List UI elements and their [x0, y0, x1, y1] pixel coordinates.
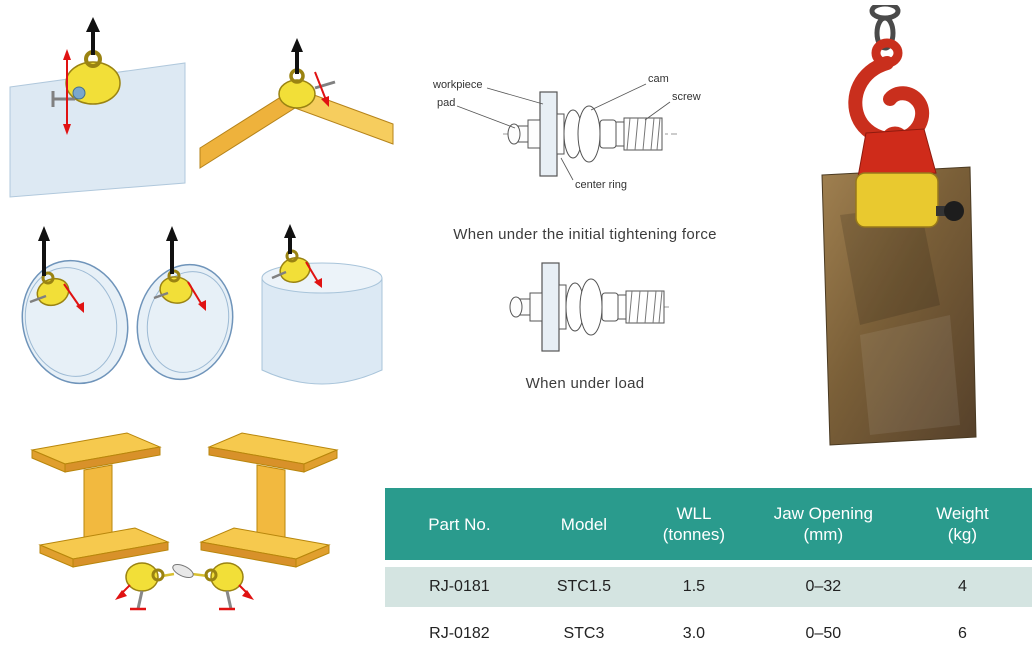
diagram-under-load [509, 262, 670, 352]
lift-arrow [284, 224, 296, 254]
technical-diagrams: workpiece pad cam screw center ring When… [415, 62, 755, 392]
spec-table: Part No. Model WLL (tonnes) Jaw Opening … [385, 488, 1032, 654]
illustration-pipe-clamps [8, 222, 253, 407]
label-screw: screw [672, 91, 701, 103]
lift-arrow [166, 226, 178, 274]
column-header-weight: Weight (kg) [893, 503, 1032, 545]
caption-initial-tightening: When under the initial tightening force [453, 226, 717, 243]
cylinder-body [261, 277, 383, 385]
turnbuckle [172, 564, 194, 578]
pipe-clamps-drawing [21, 226, 234, 385]
header-line: Model [560, 514, 608, 534]
header-line: (tonnes) [662, 525, 726, 544]
illustration-cylinder-clamp [250, 222, 400, 402]
header-line: Jaw Opening [773, 504, 873, 523]
screw-cam-clamp [29, 271, 70, 307]
column-header-model: Model [534, 514, 634, 535]
header-line: Weight [936, 504, 989, 523]
center-ring-part [558, 284, 567, 330]
pad-part [507, 119, 541, 149]
cell-model: STC3 [563, 625, 605, 642]
header-line: (kg) [947, 525, 978, 544]
screw-cam-clamp [204, 562, 244, 611]
plate-clamp-drawing [9, 17, 186, 198]
cell-wll: 3.0 [682, 625, 706, 642]
screw-handle [29, 294, 47, 304]
illustration-plate-clamp [5, 15, 200, 220]
column-header-jaw-opening: Jaw Opening (mm) [754, 503, 893, 545]
header-line: Part No. [428, 514, 491, 534]
diagram-initial-tightening: workpiece pad cam screw center ring [432, 73, 701, 191]
cell-jaw-opening: 0–32 [805, 578, 842, 595]
screw-handle [271, 270, 287, 280]
screw-cam-clamp [278, 68, 336, 109]
plate-shading [840, 205, 940, 325]
screw-handle [314, 80, 336, 90]
label-center-ring: center ring [575, 179, 627, 191]
table-header-row: Part No. Model WLL (tonnes) Jaw Opening … [385, 488, 1032, 560]
workpiece-plate [539, 91, 558, 177]
pipe-left [21, 259, 129, 385]
cam-part [565, 278, 619, 336]
pad-part [509, 292, 543, 322]
cell-part-no: RJ-0182 [429, 625, 490, 642]
cell-weight: 6 [957, 625, 967, 642]
red-arrow [115, 584, 131, 600]
red-arrow [238, 584, 254, 600]
pipe-right [136, 263, 234, 381]
column-header-wll: WLL (tonnes) [634, 503, 754, 545]
header-line: WLL [676, 504, 712, 523]
column-header-part-no: Part No. [385, 514, 534, 535]
lift-arrow [38, 226, 50, 276]
lift-arrow [291, 38, 303, 74]
red-arrow [187, 281, 206, 311]
beam-pulling-drawing [30, 432, 338, 611]
screw-part [617, 290, 665, 324]
red-arrow [305, 261, 322, 288]
plate-highlight [860, 315, 960, 435]
i-beam [30, 432, 170, 568]
red-double-arrow [63, 49, 71, 135]
illustration-beam-pulling [12, 425, 357, 655]
label-workpiece: workpiece [432, 79, 483, 91]
screw-cam-clamp [125, 562, 165, 611]
label-pad: pad [437, 97, 455, 109]
screw-part [615, 117, 663, 151]
product-photo-drawing [821, 1, 977, 446]
workpiece-plate [541, 262, 560, 352]
screw-cam-clamp [271, 249, 311, 283]
screw-knob [944, 201, 964, 221]
cell-part-no: RJ-0181 [429, 578, 490, 595]
red-arrow [63, 283, 84, 313]
table-row: RJ-0182 STC3 3.0 0–50 6 [385, 614, 1032, 654]
lifting-hook [848, 38, 930, 147]
caption-under-load: When under load [525, 375, 645, 392]
cell-wll: 1.5 [682, 578, 706, 595]
cam-part [563, 105, 617, 163]
pad-dot [72, 86, 86, 100]
product-photo [800, 1, 1000, 455]
screw-handle [153, 291, 169, 300]
header-line: (mm) [803, 525, 844, 544]
cell-weight: 4 [957, 578, 967, 595]
table-row: RJ-0181 STC1.5 1.5 0–32 4 [385, 567, 1032, 607]
center-ring-part [556, 113, 565, 155]
angle-clamp-drawing [199, 38, 394, 169]
red-arrow [314, 71, 329, 107]
cell-model: STC1.5 [556, 578, 612, 595]
illustration-angle-clamp [195, 38, 400, 193]
screw-cam-clamp [855, 128, 964, 228]
cell-jaw-opening: 0–50 [805, 625, 842, 642]
cylinder-clamp-drawing [261, 224, 383, 385]
label-cam: cam [648, 73, 669, 85]
lift-arrow [86, 17, 100, 55]
